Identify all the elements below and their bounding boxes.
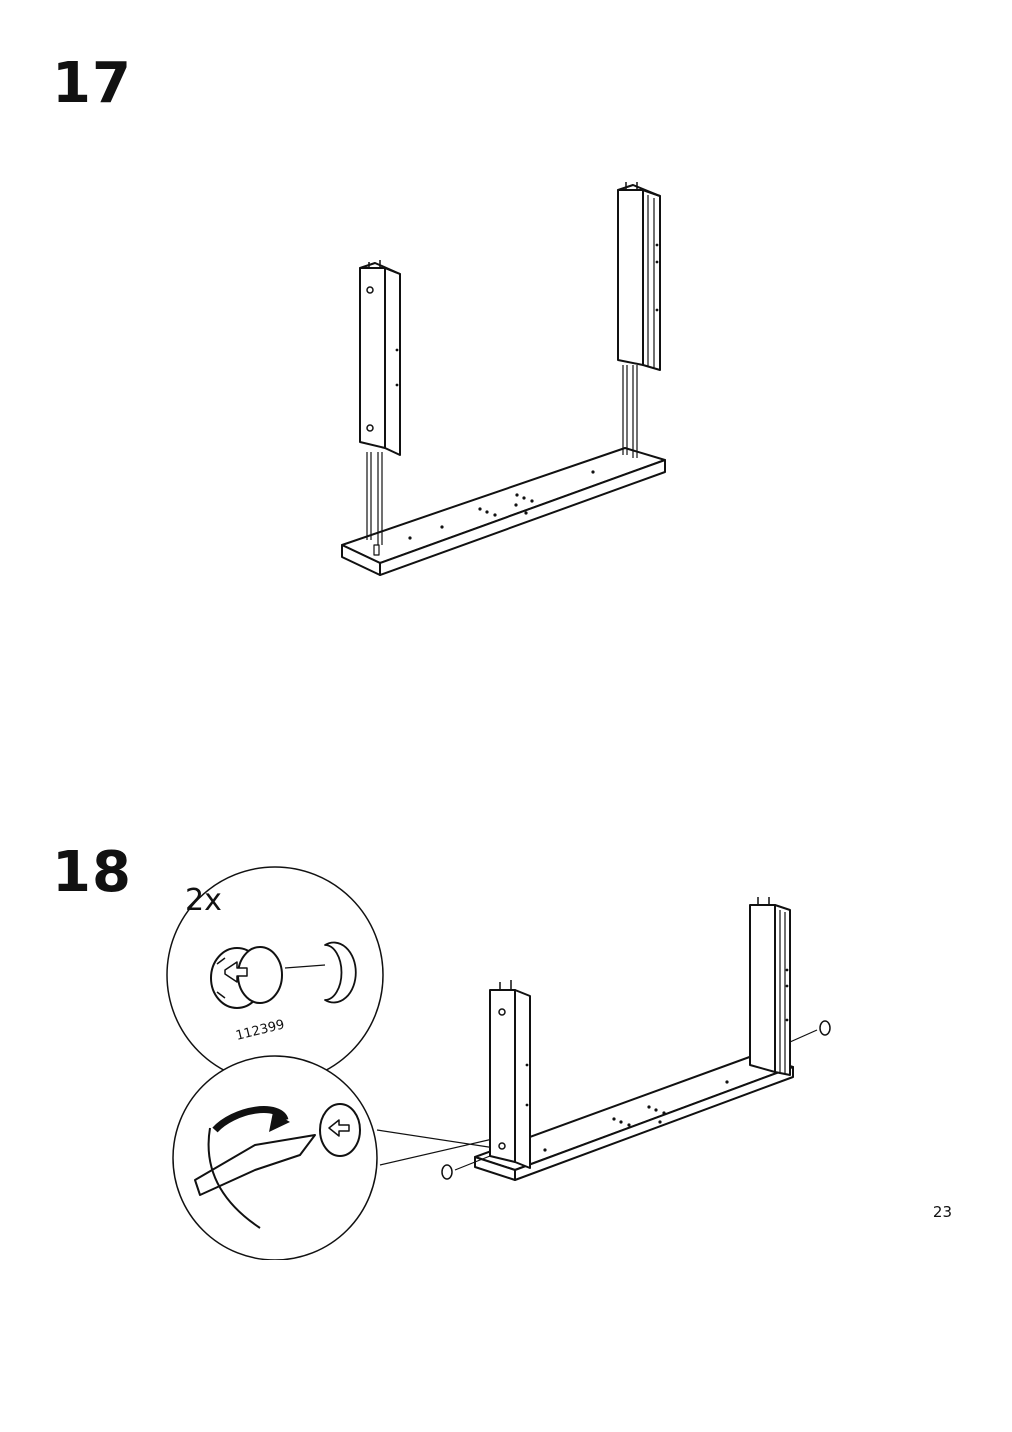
cam-lock-icon <box>210 946 326 1009</box>
page-number: 23 <box>932 1203 952 1221</box>
screwdriver-icon <box>194 1134 316 1196</box>
step-18-number: 18 <box>52 840 132 905</box>
dowel-icon <box>622 365 638 458</box>
left-side-panel-drawing <box>359 260 401 456</box>
rotation-arrow-icon <box>207 1106 290 1229</box>
quantity-label: 2x <box>185 883 222 918</box>
dowel-icon <box>366 452 383 556</box>
step-18-illustration: 2x 112399 <box>166 866 831 1260</box>
assembly-drawing <box>441 897 831 1181</box>
cam-lock-icon <box>319 1103 361 1157</box>
right-side-panel-drawing <box>617 182 661 371</box>
step-17-number: 17 <box>52 51 132 116</box>
step-17-illustration <box>341 182 666 576</box>
base-board-drawing <box>341 447 666 576</box>
